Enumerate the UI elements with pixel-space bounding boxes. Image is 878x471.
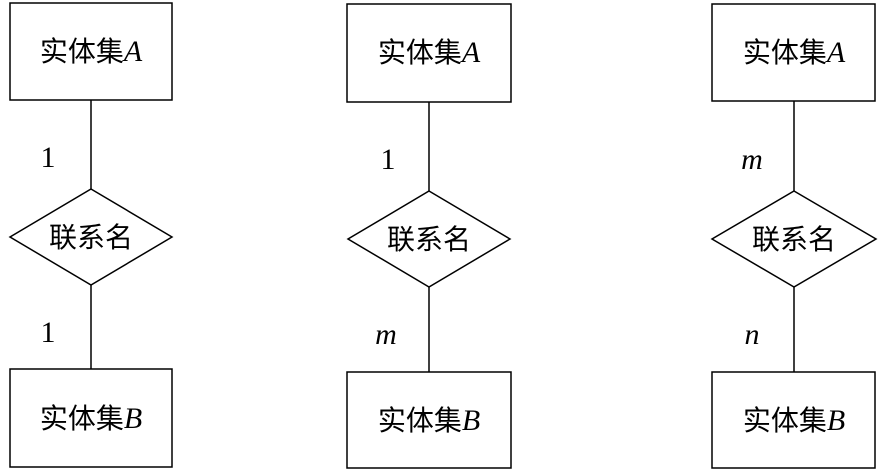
cardinality-top: 1: [41, 141, 56, 174]
cardinality-bottom: n: [745, 318, 760, 351]
er-diagram-one-to-one: 实体集A 联系名 实体集B 1 1: [8, 2, 174, 468]
entity-a-box: 实体集A: [711, 3, 876, 102]
entity-b-box: 实体集B: [9, 368, 173, 468]
er-diagram-one-to-many: 实体集A 联系名 实体集B 1 m: [346, 3, 512, 469]
cardinality-bottom: m: [375, 318, 397, 351]
relationship-diamond: 联系名: [710, 190, 878, 288]
entity-b-label: 实体集B: [40, 402, 142, 435]
relationship-diamond: 联系名: [346, 190, 512, 288]
entity-a-label: 实体集A: [40, 35, 143, 68]
entity-b-label: 实体集B: [743, 404, 845, 437]
cardinality-top: m: [741, 143, 763, 176]
entity-a-box: 实体集A: [9, 2, 173, 101]
relationship-diamond: 联系名: [8, 188, 174, 286]
relationship-label: 联系名: [752, 223, 836, 256]
relationship-label: 联系名: [387, 223, 471, 256]
entity-b-label: 实体集B: [378, 404, 480, 437]
entity-a-label: 实体集A: [743, 36, 846, 69]
entity-b-box: 实体集B: [346, 371, 512, 469]
entity-a-box: 实体集A: [346, 3, 512, 103]
entity-a-label: 实体集A: [378, 36, 481, 69]
entity-b-box: 实体集B: [711, 371, 876, 469]
cardinality-bottom: 1: [41, 316, 56, 349]
relationship-label: 联系名: [49, 221, 133, 254]
cardinality-top: 1: [381, 143, 396, 176]
er-diagram-many-to-many: 实体集A 联系名 实体集B m n: [710, 3, 878, 469]
